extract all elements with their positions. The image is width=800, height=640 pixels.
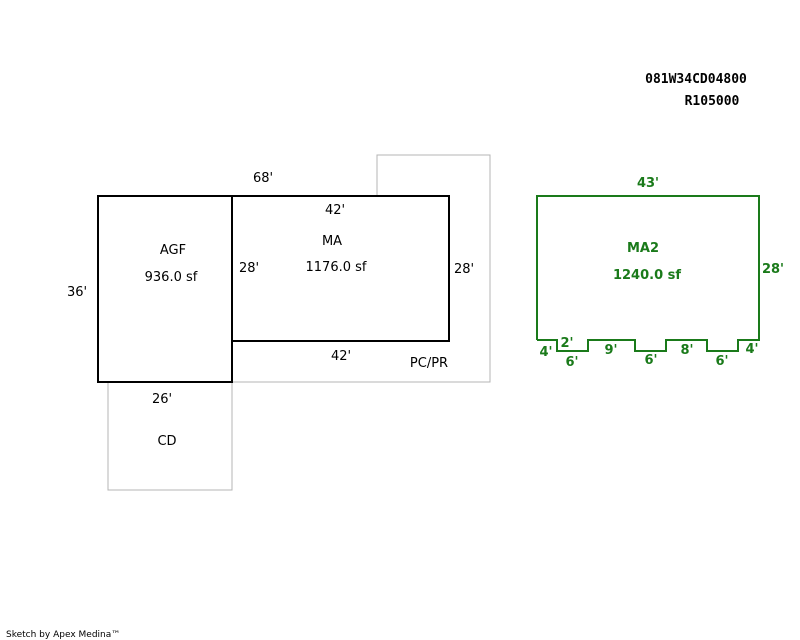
ma2-bottom-label: 6' [565,355,578,370]
ma2-bottom-label: 8' [680,343,693,358]
account-number: R105000 [685,94,740,109]
ma2-bottom-label: 4' [539,345,552,360]
parcel-id: 081W34CD04800 [645,72,747,87]
ma2-top-label: 43' [637,176,659,191]
agf-outline [97,195,233,383]
ma2-right-label: 28' [762,262,784,277]
ma2-bottom-label: 4' [745,342,758,357]
ma2-bottom-label: 9' [604,343,617,358]
total-width-label: 68' [253,171,273,186]
agf-bottom-label: 26' [152,392,172,407]
ma-top-label: 42' [325,203,345,218]
ma2-name: MA2 [627,241,659,256]
ma-bottom-label: 42' [331,349,351,364]
agf-area: 936.0 sf [145,270,198,285]
ma2-bottom-label: 6' [715,354,728,369]
cd-outline [107,382,233,491]
ma-name: MA [322,234,342,249]
cd-label: CD [157,434,176,449]
ma-area: 1176.0 sf [306,260,367,275]
ma2-bottom-label: 2' [560,336,573,351]
ma-left-label: 28' [239,261,259,276]
ma2-outline [536,195,760,352]
footer-credit: Sketch by Apex Medina™ [6,630,120,640]
agf-depth-label: 36' [67,285,87,300]
pc-pr-label: PC/PR [410,356,448,371]
ma-outline [231,195,450,342]
ma-right-label: 28' [454,262,474,277]
pc-pr-outline [232,154,491,383]
ma2-area: 1240.0 sf [613,268,681,283]
agf-name: AGF [160,243,186,258]
ma2-bottom-label: 6' [644,353,657,368]
